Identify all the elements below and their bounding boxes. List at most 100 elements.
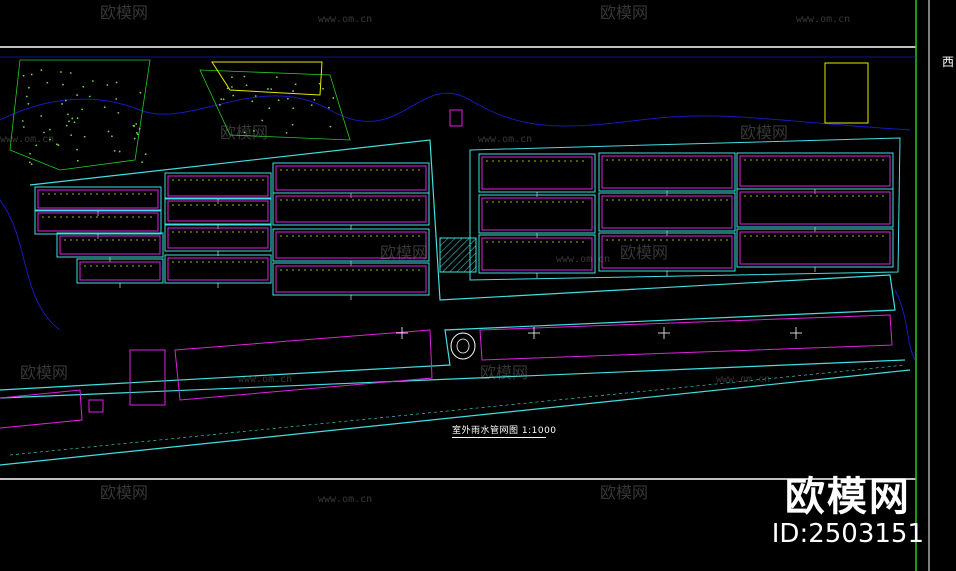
vegetation-dot — [117, 111, 120, 114]
block-pipe-loop — [478, 153, 596, 193]
block-pipe-loop — [272, 262, 430, 296]
vegetation-dot — [49, 138, 52, 141]
block-pipe-loop — [164, 172, 272, 200]
vegetation-dot — [22, 74, 25, 77]
vegetation-dot — [76, 159, 79, 162]
vegetation-dot — [243, 131, 246, 134]
watermark-brand: 欧模网 — [600, 484, 648, 502]
south-building-west — [174, 329, 433, 401]
south-kiosk — [129, 349, 166, 406]
vegetation-dot — [76, 117, 79, 120]
building-footprint — [37, 189, 159, 209]
vegetation-dot — [132, 124, 135, 127]
building-footprint — [601, 235, 733, 269]
vegetation-dot — [68, 120, 70, 123]
vegetation-dot — [28, 161, 31, 164]
building-footprint — [167, 175, 269, 197]
badge-id: ID:2503151 — [771, 519, 924, 549]
building-footprint — [37, 212, 159, 232]
contour-right — [894, 289, 916, 361]
block-pipe-loop — [34, 186, 162, 212]
vegetation-dot — [141, 161, 143, 164]
vegetation-dot — [70, 134, 73, 137]
vegetation-dot — [222, 98, 225, 101]
vegetation-dot — [61, 103, 63, 105]
vegetation-dot — [251, 100, 254, 103]
watermark-url: www.om.cn — [238, 374, 292, 385]
block-pipe-loop — [598, 192, 736, 232]
vegetation-dot — [144, 153, 147, 156]
building-footprint — [601, 155, 733, 189]
vegetation-dot — [261, 119, 264, 122]
building-footprint — [275, 195, 427, 223]
watermark-brand: 欧模网 — [100, 484, 148, 502]
survey-crosshairs — [396, 327, 802, 339]
vegetation-dot — [27, 102, 30, 105]
yellow-lot-right — [824, 62, 869, 124]
vegetation-dot — [48, 128, 51, 131]
block-pipe-loop — [76, 258, 164, 284]
vegetation-dot — [231, 86, 233, 88]
contour-left — [0, 199, 61, 331]
block-pipe-loop — [56, 232, 164, 258]
vegetation-dot — [135, 131, 138, 134]
vegetation-dot — [294, 83, 297, 86]
building-footprint — [79, 261, 161, 281]
river-contour — [0, 92, 911, 131]
building-footprint — [167, 227, 269, 249]
watermark-brand: 欧模网 — [620, 244, 668, 262]
building-footprint — [739, 231, 891, 265]
vegetation-dot — [136, 133, 139, 136]
vegetation-dot — [139, 91, 142, 94]
vegetation-dot — [268, 107, 271, 110]
vegetation-dot — [285, 131, 288, 134]
vegetation-dot — [267, 88, 269, 90]
vegetation-dot — [115, 81, 118, 84]
vegetation-dot — [64, 99, 67, 102]
watermark-brand: 欧模网 — [480, 364, 528, 382]
vegetation-dot — [30, 163, 33, 166]
vegetation-dot — [286, 97, 289, 100]
vegetation-dot — [82, 85, 85, 88]
building-footprint — [275, 265, 427, 293]
vegetation-dot — [113, 149, 116, 152]
building-footprint — [739, 191, 891, 225]
vegetation-dot — [57, 144, 60, 147]
vegetation-dot — [111, 135, 113, 138]
vegetation-dot — [106, 84, 109, 86]
vegetation-dot — [332, 97, 335, 99]
south-small-box — [88, 399, 104, 413]
vegetation-dot — [232, 94, 235, 97]
watermark-url: www.om.cn — [556, 254, 610, 265]
drawing-title-underline — [452, 437, 546, 438]
building-footprint — [481, 197, 593, 231]
vegetation-dot — [65, 124, 68, 127]
vegetation-dot — [275, 76, 278, 79]
vegetation-dot — [22, 126, 25, 128]
vegetation-dot — [71, 117, 74, 120]
vegetation-dot — [88, 95, 91, 98]
watermark-brand: 欧模网 — [380, 244, 428, 262]
watermark-brand: 欧模网 — [600, 4, 648, 22]
vegetation-dot — [43, 131, 45, 134]
vegetation-dot — [46, 81, 49, 84]
vegetation-dot — [133, 137, 136, 140]
vegetation-dot — [60, 71, 62, 73]
vegetation-dot — [103, 106, 106, 109]
block-pipe-loop — [164, 254, 272, 284]
watermark-url: www.om.cn — [0, 134, 54, 145]
yellow-lot-top — [211, 61, 323, 96]
block-pipe-loop — [598, 152, 736, 192]
vegetation-dot — [27, 86, 30, 89]
vegetation-dot — [277, 99, 280, 102]
vegetation-dot — [318, 82, 321, 85]
watermark-url: www.om.cn — [318, 494, 372, 505]
watermark-url: www.om.cn — [716, 374, 770, 385]
vegetation-dot — [21, 120, 24, 122]
vegetation-dot — [313, 98, 316, 101]
vegetation-dot — [118, 150, 121, 153]
vegetation-dot — [322, 87, 324, 90]
building-footprint — [167, 200, 269, 222]
vegetation-dot — [81, 108, 84, 111]
